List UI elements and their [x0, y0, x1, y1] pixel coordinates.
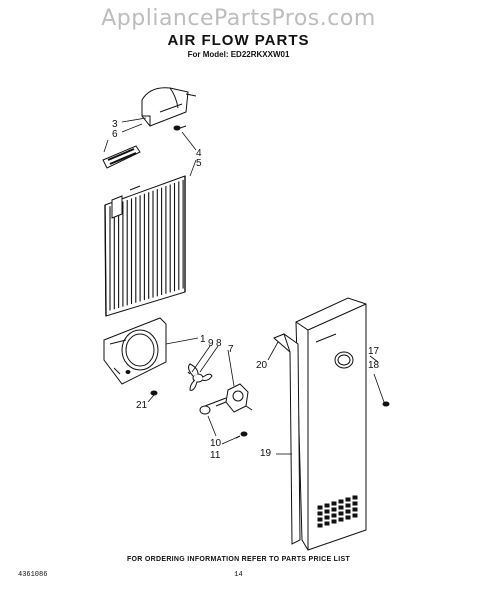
- callout-6: 6: [112, 129, 118, 140]
- ordering-note: FOR ORDERING INFORMATION REFER TO PARTS …: [126, 556, 351, 563]
- callout-9: 9: [208, 338, 214, 349]
- callout-10: 10: [210, 438, 222, 449]
- part-rear-panel: [295, 297, 367, 551]
- callout-19: 19: [260, 448, 272, 459]
- callout-18: 18: [368, 360, 380, 371]
- model-subtitle: For Model: ED22RKXXW01: [187, 50, 290, 59]
- watermark: AppliancePartsPros.com: [101, 6, 376, 31]
- part-duct-cover: [141, 87, 197, 127]
- part-fan-blade: [187, 363, 213, 391]
- part-screw-upper: [173, 125, 187, 131]
- part-fan-motor: [215, 383, 253, 413]
- part-side-strip: [273, 333, 301, 545]
- page-title: AIR FLOW PARTS: [167, 32, 310, 49]
- part-screw-left: [150, 390, 158, 396]
- callout-7: 7: [228, 344, 234, 355]
- document-number: 4361086: [18, 571, 48, 579]
- page-number: 14: [234, 571, 243, 579]
- part-evaporator-coil: [104, 175, 186, 317]
- callout-1: 1: [200, 334, 206, 345]
- callout-3: 3: [112, 119, 118, 130]
- callout-11: 11: [210, 450, 221, 461]
- callout-17: 17: [368, 346, 380, 357]
- part-screw-right: [382, 401, 390, 407]
- part-fan-shroud: [103, 317, 167, 385]
- part-duct-grille: [102, 145, 141, 169]
- callout-21: 21: [136, 400, 148, 411]
- callout-5: 5: [196, 158, 202, 169]
- callout-8: 8: [216, 338, 222, 349]
- leader-lines: [103, 117, 385, 455]
- callout-4: 4: [196, 148, 202, 159]
- part-grommet: [199, 397, 227, 415]
- callout-20: 20: [256, 360, 268, 371]
